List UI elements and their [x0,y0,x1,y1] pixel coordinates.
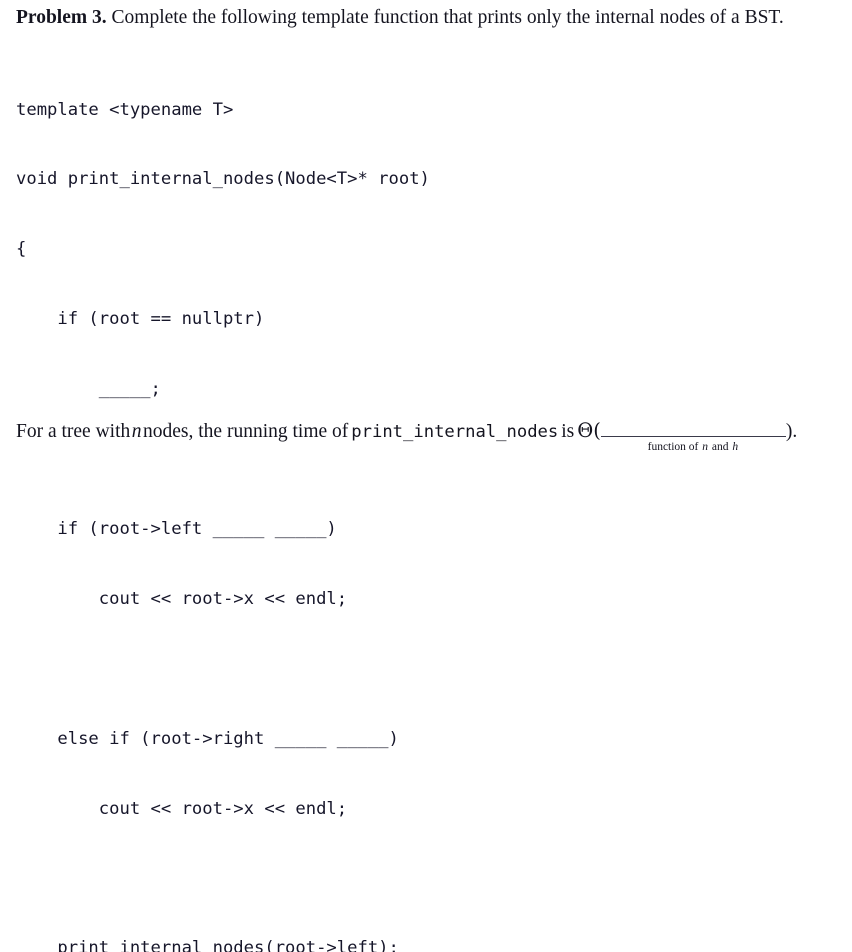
problem-statement: Problem 3. Complete the following templa… [16,6,836,30]
code-line: template <typename T> [16,99,234,120]
code-line-blank-field[interactable]: _____; [16,379,161,400]
code-line: void print_internal_nodes(Node<T>* root) [16,169,430,190]
code-line-blank-field[interactable]: else if (root->right _____ _____) [16,728,399,749]
caption-and: and [711,441,729,453]
document-page: Problem 3. Complete the following templa… [16,6,844,952]
code-line: if (root == nullptr) [16,309,265,330]
problem-label: Problem 3. [16,7,107,28]
code-line-empty [16,658,430,681]
runtime-var-n: n [131,421,142,442]
runtime-prefix: For a tree with [16,421,131,442]
runtime-middle: nodes, the running time of [143,421,349,442]
runtime-suffix: ). [785,421,798,442]
blank-rule[interactable] [600,435,786,437]
runtime-answer-blank[interactable]: function of n and h [600,435,786,454]
code-line: cout << root->x << endl; [16,588,348,609]
problem-text: Complete the following template function… [111,7,784,28]
theta-notation: Θ( [577,419,601,442]
runtime-function-name: print_internal_nodes [351,422,559,442]
blank-caption: function of n and h [648,440,740,454]
code-line-empty [16,867,430,890]
caption-var-h: h [732,441,739,453]
code-line: { [16,239,27,260]
code-block: template <typename T> void print_interna… [16,52,430,952]
runtime-is-word: is [561,421,575,442]
code-line-blank-field[interactable]: if (root->left _____ _____) [16,518,337,539]
code-line: cout << root->x << endl; [16,798,348,819]
running-time-question: For a tree with n nodes, the running tim… [16,419,844,454]
caption-var-n: n [702,441,709,453]
caption-prefix: function of [647,441,699,453]
code-line: print_internal_nodes(root->left); [16,938,399,952]
